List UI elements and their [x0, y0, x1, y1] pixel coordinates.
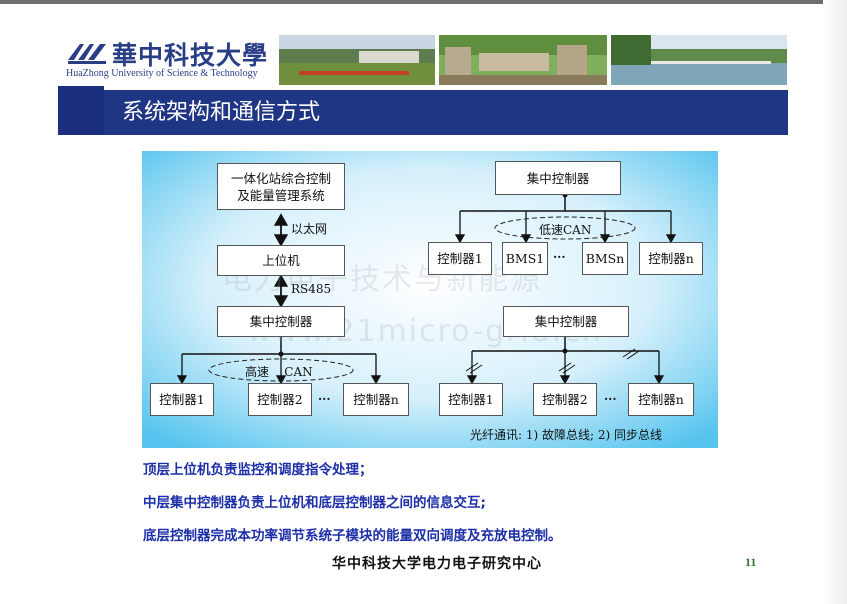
left-controller-1-box: 控制器1	[150, 383, 214, 416]
logo-english-name: HuaZhong University of Science & Technol…	[66, 68, 258, 79]
rs485-label: RS485	[291, 282, 332, 296]
system-architecture-diagram: 电力电子技术与新能源 www.21micro-grid.cn 一体化站综合控制 …	[142, 151, 718, 448]
host-computer-box: 上位机	[217, 245, 345, 276]
campus-photo-strip	[279, 35, 787, 85]
banner-accent	[58, 86, 104, 135]
low-speed-can-label: 低速CAN	[539, 223, 592, 237]
fiber-communication-note: 光纤通讯: 1) 故障总线; 2) 同步总线	[470, 428, 662, 442]
right-bottom-central-controller-box: 集中控制器	[503, 306, 629, 337]
high-speed-can-label: 高速 CAN	[245, 365, 313, 379]
university-logo: 華中科技大學 HuaZhong University of Science & …	[66, 36, 276, 82]
right-bottom-controller-n-box: 控制器n	[628, 383, 694, 416]
hust-emblem-icon	[68, 44, 106, 64]
bullet-bottom-layer: 底层控制器完成本功率调节系统子模块的能量双向调度及充放电控制。	[143, 528, 562, 544]
left-controller-n-box: 控制器n	[343, 383, 409, 416]
right-top-ellipsis: ···	[553, 250, 566, 264]
right-bottom-controller-1-box: 控制器1	[439, 383, 503, 416]
left-controller-2-box: 控制器2	[248, 383, 312, 416]
right-top-central-controller-box: 集中控制器	[495, 161, 621, 195]
bms-n-box: BMSn	[582, 242, 628, 275]
right-bottom-ellipsis: ···	[604, 392, 617, 406]
bullet-middle-layer: 中层集中控制器负责上位机和底层控制器之间的信息交互;	[143, 495, 486, 511]
right-bottom-controller-2-box: 控制器2	[533, 383, 597, 416]
page-number: 11	[745, 555, 757, 569]
ethernet-label: 以太网	[291, 222, 328, 236]
slide-title: 系统架构和通信方式	[104, 90, 788, 135]
bullet-top-layer: 顶层上位机负责监控和调度指令处理；	[143, 462, 373, 478]
bms-1-box: BMS1	[502, 242, 548, 275]
campus-photo-2	[439, 35, 607, 85]
right-page-edge	[823, 0, 847, 604]
left-ellipsis: ···	[318, 392, 331, 406]
logo-chinese-name: 華中科技大學	[112, 41, 269, 70]
campus-photo-3	[611, 35, 787, 85]
right-top-controller-n-box: 控制器n	[639, 242, 703, 275]
ems-box: 一体化站综合控制 及能量管理系统	[217, 163, 345, 210]
left-central-controller-box: 集中控制器	[217, 306, 345, 337]
right-top-controller-1-box: 控制器1	[428, 242, 492, 275]
campus-photo-1	[279, 35, 435, 85]
top-border	[0, 0, 847, 4]
footer-center-text: 华中科技大学电力电子研究中心	[332, 556, 542, 572]
